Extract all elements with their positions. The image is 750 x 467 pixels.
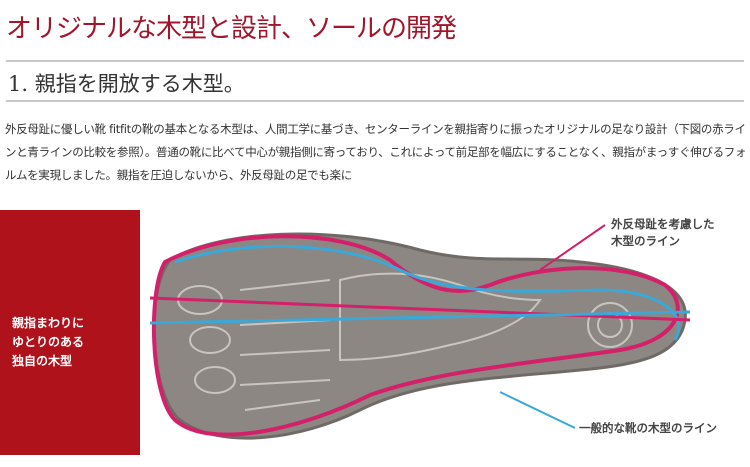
callout-line: 親指まわりに xyxy=(12,316,85,330)
label-line: 木型のライン xyxy=(611,234,680,248)
red-line-label: 外反母趾を考慮した 木型のライン xyxy=(611,216,715,250)
callout-box: 親指まわりに ゆとりのある 独自の木型 xyxy=(0,210,140,455)
red-last-outline xyxy=(151,234,680,437)
foot-bones xyxy=(177,272,633,411)
red-center-line xyxy=(149,296,691,322)
blue-center-line xyxy=(149,310,691,325)
page-title: オリジナルな木型と設計、ソールの開発 xyxy=(6,14,457,44)
label-line: 外反母趾を考慮した xyxy=(611,217,715,231)
callout-line: ゆとりのある xyxy=(12,335,85,349)
divider xyxy=(6,60,744,62)
section-heading: 1. 親指を開放する木型。 xyxy=(8,72,245,96)
divider xyxy=(6,100,744,102)
body-text: 外反母趾に優しい靴 fitfitの靴の基本となる木型は、人間工学に基づき、センタ… xyxy=(5,122,747,182)
blue-last-outline xyxy=(174,244,681,341)
callout-line: 独自の木型 xyxy=(12,354,73,368)
red-leader-line xyxy=(539,224,606,271)
blue-line-label: 一般的な靴の木型のライン xyxy=(579,421,717,435)
blue-leader-line xyxy=(499,391,576,429)
